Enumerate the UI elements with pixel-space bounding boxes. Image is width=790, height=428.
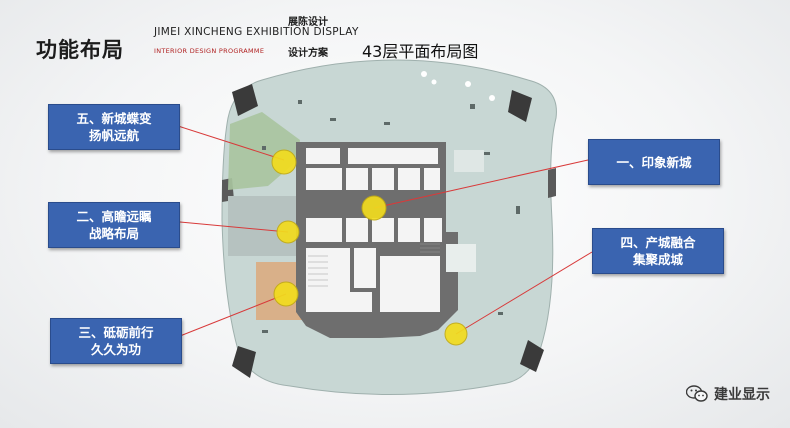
corner-top-right <box>508 90 532 122</box>
callout-one: 一、印象新城 <box>588 139 720 185</box>
callout-four: 四、产城融合 集聚成城 <box>592 228 724 274</box>
marker-three <box>273 281 299 307</box>
marker-one <box>361 195 387 221</box>
room-row2-3 <box>372 168 394 190</box>
callout-two: 二、高瞻远瞩 战略布局 <box>48 202 180 248</box>
page-title: 功能布局 <box>36 38 124 62</box>
room-top-2 <box>348 148 438 164</box>
leader-lines <box>177 125 593 337</box>
callout-two-line2: 战略布局 <box>88 226 139 241</box>
stair-hatch <box>308 243 440 287</box>
leader-five <box>177 125 285 161</box>
room-lower-4 <box>332 292 372 312</box>
watermark: 建业显示 <box>686 384 770 404</box>
room-lower-3 <box>380 256 440 312</box>
callout-three: 三、砥砺前行 久久为功 <box>50 318 182 364</box>
cn-title-line2: 设计方案 <box>288 48 328 59</box>
room-lower-2 <box>354 248 376 288</box>
decor-stars <box>421 71 495 101</box>
corner-top-left <box>232 84 258 116</box>
room-row2-1 <box>306 168 342 190</box>
marker-four <box>444 322 468 346</box>
room-row3-5 <box>424 218 442 242</box>
cn-title-line1: 展陈设计 <box>288 17 328 28</box>
room-row2-4 <box>398 168 420 190</box>
leader-one <box>373 159 589 209</box>
marker-two <box>276 220 300 244</box>
leader-two <box>179 221 289 233</box>
furniture-marks <box>262 100 520 333</box>
corner-bottom-left <box>232 346 256 378</box>
watermark-text: 建业显示 <box>714 387 770 403</box>
room-row3-2 <box>346 218 368 242</box>
corner-bottom-right <box>520 340 544 372</box>
zone-markers <box>271 149 468 346</box>
room-row2-5 <box>424 168 440 190</box>
leader-three <box>179 293 287 337</box>
room-row3-3 <box>372 218 394 242</box>
callout-three-line2: 久久为功 <box>90 342 141 357</box>
callout-four-line1: 四、产城融合 <box>620 235 696 250</box>
callout-two-line1: 二、高瞻远瞩 <box>76 209 152 224</box>
room-top-1 <box>306 148 340 164</box>
callout-five-line1: 五、新城蝶变 <box>76 111 152 126</box>
room-row2-2 <box>346 168 368 190</box>
callout-five: 五、新城蝶变 扬帆远航 <box>48 104 180 150</box>
wechat-icon <box>686 385 708 402</box>
side-right-mid <box>548 168 556 198</box>
marker-five <box>271 149 297 175</box>
callout-one-line1: 一、印象新城 <box>616 154 692 170</box>
room-row3-1 <box>306 218 342 242</box>
english-subtitle: INTERIOR DESIGN PROGRAMME <box>154 47 265 55</box>
room-right-1 <box>446 244 476 272</box>
callout-five-line2: 扬帆远航 <box>88 128 139 143</box>
english-title: JIMEI XINCHENG EXHIBITION DISPLAY <box>154 26 359 38</box>
room-right-2 <box>454 150 484 172</box>
plan-title: 43层平面布局图 <box>362 42 479 61</box>
leader-four <box>455 251 593 335</box>
callout-three-line1: 三、砥砺前行 <box>78 325 154 340</box>
room-row3-4 <box>398 218 420 242</box>
callout-four-line2: 集聚成城 <box>632 252 683 267</box>
